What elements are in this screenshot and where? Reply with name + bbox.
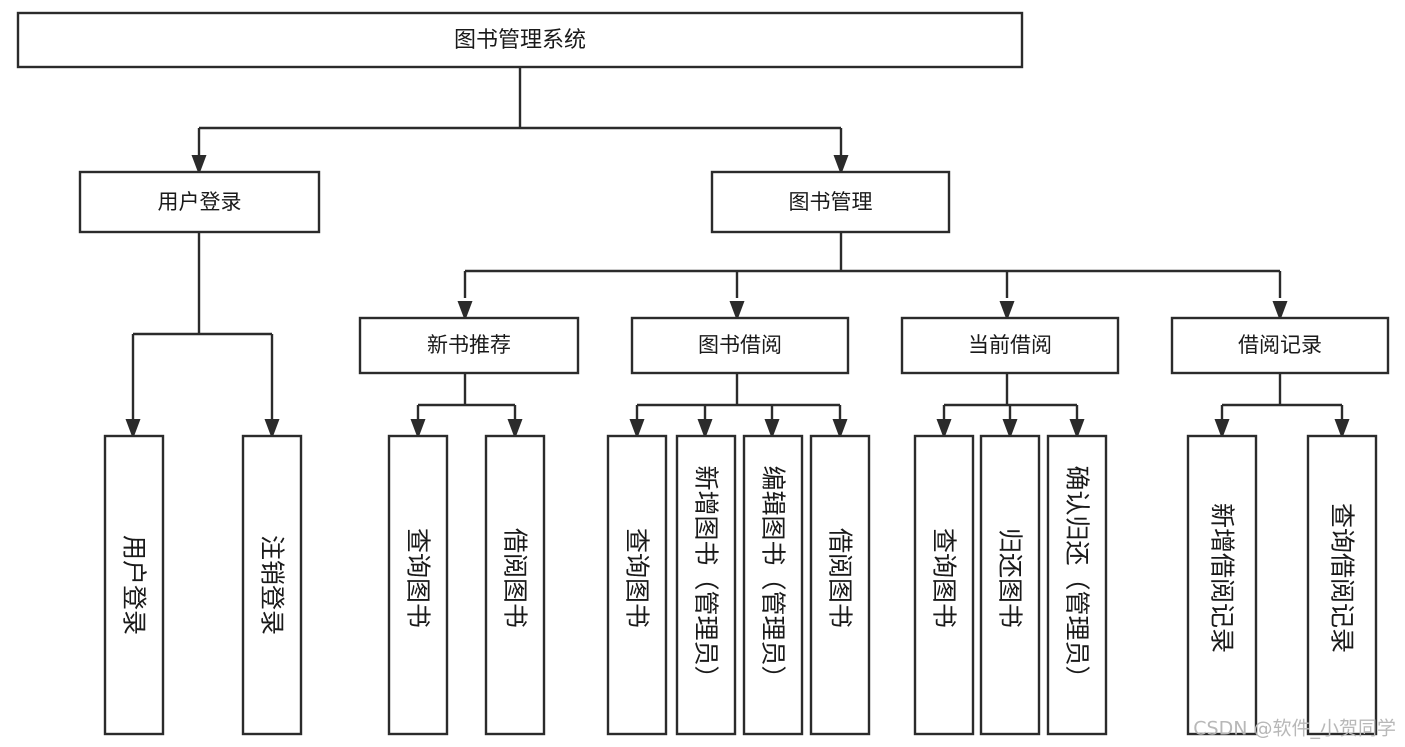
csdn-watermark: CSDN @软件_小贺同学 bbox=[1193, 718, 1396, 740]
node-leaf-borrow-book-borrow[interactable]: 借阅图书 bbox=[809, 434, 871, 736]
connector-group-new-book bbox=[410, 373, 523, 439]
node-leaf-query-borrow-record-label: 查询借阅记录 bbox=[1328, 503, 1357, 653]
connector-group-user-login bbox=[125, 232, 280, 439]
node-leaf-confirm-return-admin-label: 确认归还（管理员） bbox=[1063, 465, 1092, 690]
node-leaf-query-book-current[interactable]: 查询图书 bbox=[913, 434, 975, 736]
node-leaf-logout-box[interactable] bbox=[241, 434, 303, 736]
node-leaf-query-book-current-label: 查询图书 bbox=[930, 528, 959, 628]
connector-group-root bbox=[191, 67, 849, 175]
connector-group-borrow-record bbox=[1214, 373, 1350, 439]
node-leaf-user-login-box[interactable] bbox=[103, 434, 165, 736]
node-leaf-query-book-borrow-label: 查询图书 bbox=[623, 528, 652, 628]
node-leaf-query-book-recommend[interactable]: 查询图书 bbox=[387, 434, 449, 736]
node-leaf-borrow-book-recommend-label: 借阅图书 bbox=[501, 528, 530, 628]
node-leaf-add-book-admin-label: 新增图书（管理员） bbox=[692, 465, 721, 690]
node-root-book-management-system[interactable]: 图书管理系统 bbox=[16, 11, 1024, 69]
node-leaf-logout[interactable]: 注销登录 bbox=[241, 434, 303, 736]
node-leaf-return-book[interactable]: 归还图书 bbox=[979, 434, 1041, 736]
node-leaf-logout-label: 注销登录 bbox=[258, 535, 287, 635]
node-leaf-edit-book-admin-box[interactable] bbox=[742, 434, 804, 736]
node-leaf-query-borrow-record-box[interactable] bbox=[1306, 434, 1378, 736]
node-leaf-borrow-book-borrow-box[interactable] bbox=[809, 434, 871, 736]
node-book-management-box[interactable] bbox=[710, 170, 951, 234]
node-leaf-query-book-borrow[interactable]: 查询图书 bbox=[606, 434, 668, 736]
node-leaf-add-borrow-record[interactable]: 新增借阅记录 bbox=[1186, 434, 1258, 736]
node-borrow-record-label: 借阅记录 bbox=[1238, 333, 1322, 357]
node-current-borrow[interactable]: 当前借阅 bbox=[900, 316, 1120, 375]
node-leaf-return-book-label: 归还图书 bbox=[996, 528, 1025, 628]
node-leaf-query-book-current-box[interactable] bbox=[913, 434, 975, 736]
connector-group-book-manage bbox=[457, 232, 1288, 321]
node-leaf-query-book-recommend-label: 查询图书 bbox=[404, 528, 433, 628]
node-leaf-add-book-admin[interactable]: 新增图书（管理员） bbox=[675, 434, 737, 736]
node-current-borrow-box[interactable] bbox=[900, 316, 1120, 375]
node-leaf-borrow-book-recommend[interactable]: 借阅图书 bbox=[484, 434, 546, 736]
node-leaf-borrow-book-recommend-box[interactable] bbox=[484, 434, 546, 736]
node-leaf-user-login-label: 用户登录 bbox=[120, 535, 149, 635]
node-root-label: 图书管理系统 bbox=[454, 28, 586, 53]
node-leaf-edit-book-admin-label: 编辑图书（管理员） bbox=[759, 465, 788, 690]
node-book-management-label: 图书管理 bbox=[789, 190, 873, 214]
node-leaf-add-borrow-record-box[interactable] bbox=[1186, 434, 1258, 736]
node-root-box[interactable] bbox=[16, 11, 1024, 69]
node-book-borrow[interactable]: 图书借阅 bbox=[630, 316, 850, 375]
node-leaf-query-book-borrow-box[interactable] bbox=[606, 434, 668, 736]
node-leaf-user-login[interactable]: 用户登录 bbox=[103, 434, 165, 736]
node-book-management[interactable]: 图书管理 bbox=[710, 170, 951, 234]
node-leaf-borrow-book-borrow-label: 借阅图书 bbox=[826, 528, 855, 628]
node-new-book-recommend-box[interactable] bbox=[358, 316, 580, 375]
node-user-login-label: 用户登录 bbox=[158, 190, 242, 214]
node-leaf-add-borrow-record-label: 新增借阅记录 bbox=[1208, 503, 1237, 653]
node-current-borrow-label: 当前借阅 bbox=[968, 333, 1052, 357]
node-book-borrow-label: 图书借阅 bbox=[698, 333, 782, 357]
node-book-borrow-box[interactable] bbox=[630, 316, 850, 375]
node-leaf-edit-book-admin[interactable]: 编辑图书（管理员） bbox=[742, 434, 804, 736]
node-leaf-query-borrow-record[interactable]: 查询借阅记录 bbox=[1306, 434, 1378, 736]
node-leaf-confirm-return-admin-box[interactable] bbox=[1046, 434, 1108, 736]
connector-group-current-borrow bbox=[936, 373, 1085, 439]
connector-group-book-borrow bbox=[629, 373, 848, 439]
node-leaf-add-book-admin-box[interactable] bbox=[675, 434, 737, 736]
node-new-book-recommend-label: 新书推荐 bbox=[427, 333, 511, 357]
node-leaf-query-book-recommend-box[interactable] bbox=[387, 434, 449, 736]
node-user-login[interactable]: 用户登录 bbox=[78, 170, 321, 234]
node-leaf-return-book-box[interactable] bbox=[979, 434, 1041, 736]
node-user-login-box[interactable] bbox=[78, 170, 321, 234]
node-borrow-record[interactable]: 借阅记录 bbox=[1170, 316, 1390, 375]
node-new-book-recommend[interactable]: 新书推荐 bbox=[358, 316, 580, 375]
node-leaf-confirm-return-admin[interactable]: 确认归还（管理员） bbox=[1046, 434, 1108, 736]
node-borrow-record-box[interactable] bbox=[1170, 316, 1390, 375]
